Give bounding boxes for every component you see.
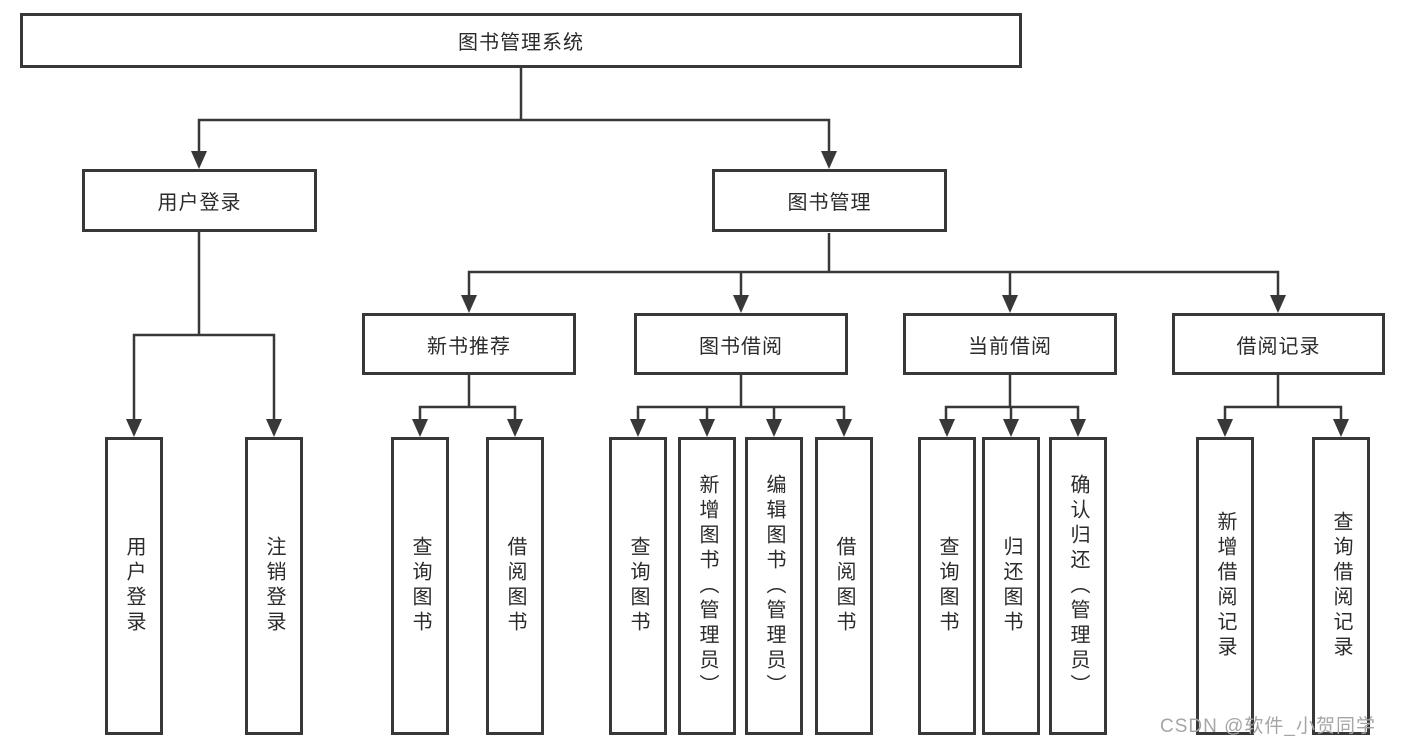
leaf-borrow-query-books: 查询图书 [609,437,667,735]
leaf-user-login: 用户登录 [105,437,163,735]
leaf-add-books-admin: 新增图书（管理员） [678,437,736,735]
leaf-confirm-return-admin: 确认归还（管理员） [1049,437,1107,735]
leaf-add-borrow-record-label: 新增借阅记录 [1214,511,1236,661]
node-book-borrow-label: 图书借阅 [699,335,783,358]
leaf-recommend-query-books: 查询图书 [391,437,449,735]
leaf-borrow-books-label: 借阅图书 [833,536,855,636]
csdn-watermark: CSDN @软件_小贺同学 [1160,716,1376,737]
node-new-book-recommend: 新书推荐 [362,313,576,375]
leaf-borrow-query-books-label: 查询图书 [627,536,649,636]
leaf-borrow-books: 借阅图书 [815,437,873,735]
leaf-logout: 注销登录 [245,437,303,735]
leaf-add-books-admin-label: 新增图书（管理员） [696,473,718,699]
leaf-edit-books-admin: 编辑图书（管理员） [745,437,803,735]
arrowheads [126,151,1349,437]
node-user-login: 用户登录 [82,169,317,232]
leaf-user-login-label: 用户登录 [123,536,145,636]
node-root: 图书管理系统 [20,13,1022,68]
node-current-borrow-label: 当前借阅 [968,335,1052,358]
node-borrow-records: 借阅记录 [1172,313,1385,375]
node-root-label: 图书管理系统 [458,32,584,54]
leaf-recommend-borrow-books: 借阅图书 [486,437,544,735]
leaf-edit-books-admin-label: 编辑图书（管理员） [763,473,785,699]
leaf-logout-label: 注销登录 [263,536,285,636]
node-new-book-recommend-label: 新书推荐 [427,335,511,358]
leaf-return-books: 归还图书 [982,437,1040,735]
leaf-return-books-label: 归还图书 [1000,536,1022,636]
leaf-recommend-borrow-books-label: 借阅图书 [504,536,526,636]
leaf-add-borrow-record: 新增借阅记录 [1196,437,1254,735]
leaf-query-borrow-record-label: 查询借阅记录 [1330,511,1352,661]
node-book-management: 图书管理 [712,169,947,232]
node-borrow-records-label: 借阅记录 [1236,335,1321,358]
node-book-management-label: 图书管理 [787,192,872,214]
node-user-login-label: 用户登录 [157,192,242,214]
leaf-confirm-return-admin-label: 确认归还（管理员） [1067,473,1089,699]
leaf-current-query-books-label: 查询图书 [936,536,958,636]
node-current-borrow: 当前借阅 [903,313,1117,375]
leaf-current-query-books: 查询图书 [918,437,976,735]
node-book-borrow: 图书借阅 [634,313,848,375]
leaf-query-borrow-record: 查询借阅记录 [1312,437,1370,735]
leaf-recommend-query-books-label: 查询图书 [409,536,431,636]
